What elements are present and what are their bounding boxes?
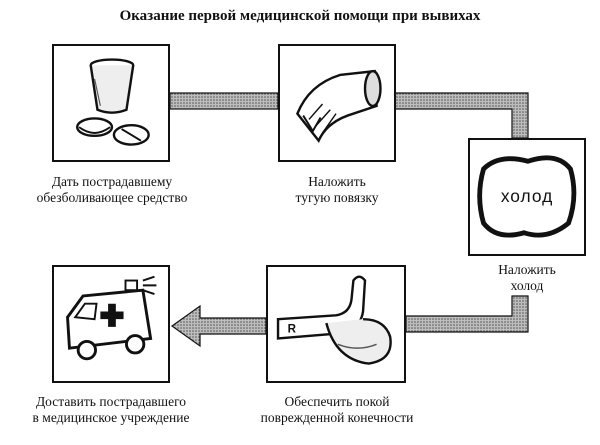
step-1-caption: Дать пострадавшему обезболивающее средст… — [36, 174, 188, 205]
cup-and-pills-icon — [75, 58, 150, 146]
ambulance-icon — [66, 275, 157, 361]
step-5-caption: Доставить пострадавшего в медицинское уч… — [32, 394, 190, 425]
step-3-box: холод — [468, 138, 586, 256]
diagram-title: Оказание первой медицинской помощи при в… — [119, 8, 481, 24]
step-4-box: R — [266, 265, 406, 383]
svg-text:R: R — [288, 324, 297, 336]
step-2-caption: Наложить тугую повязку — [295, 174, 379, 205]
cold-compress-icon: холод — [477, 155, 577, 238]
step-2-box — [278, 44, 396, 162]
immobilized-arm-icon: R — [276, 275, 392, 365]
arrow-2-to-3 — [393, 92, 529, 139]
step-5-box — [52, 265, 170, 383]
bandage-roll-icon — [296, 69, 382, 143]
arrow-4-to-5 — [170, 304, 267, 348]
step-3-caption: Наложить холод — [498, 262, 556, 293]
cold-label: холод — [501, 186, 553, 206]
arrow-1-to-2 — [169, 92, 279, 110]
step-4-caption: Обеспечить покой поврежденной конечности — [260, 394, 414, 425]
arrow-3-to-4 — [405, 295, 529, 333]
step-1-box — [52, 44, 170, 162]
